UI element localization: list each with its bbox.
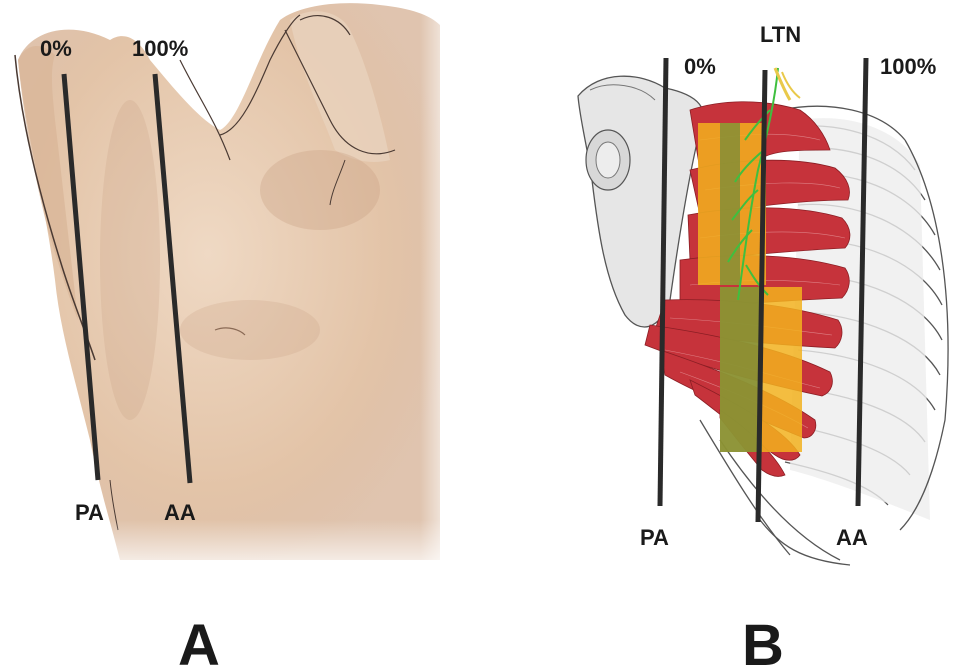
aa-label: AA [164, 500, 196, 525]
ltn-label: LTN [760, 22, 801, 47]
pa-label-b: PA [640, 525, 669, 550]
hundred-percent-label: 100% [132, 36, 188, 61]
panel-a: 0% 100% PA AA A [0, 0, 460, 670]
zero-percent-label-b: 0% [684, 54, 716, 79]
torso-illustration [0, 0, 460, 580]
zero-percent-label: 0% [40, 36, 72, 61]
panel-letter-b: B [742, 613, 784, 670]
panel-letter-a: A [178, 613, 220, 670]
highlight-lower-green [720, 287, 762, 452]
hundred-percent-label-b: 100% [880, 54, 936, 79]
pa-label: PA [75, 500, 104, 525]
aa-label-b: AA [836, 525, 868, 550]
highlight-upper-green [720, 123, 740, 285]
panel-b: LTN 0% 100% PA AA B [578, 22, 948, 670]
